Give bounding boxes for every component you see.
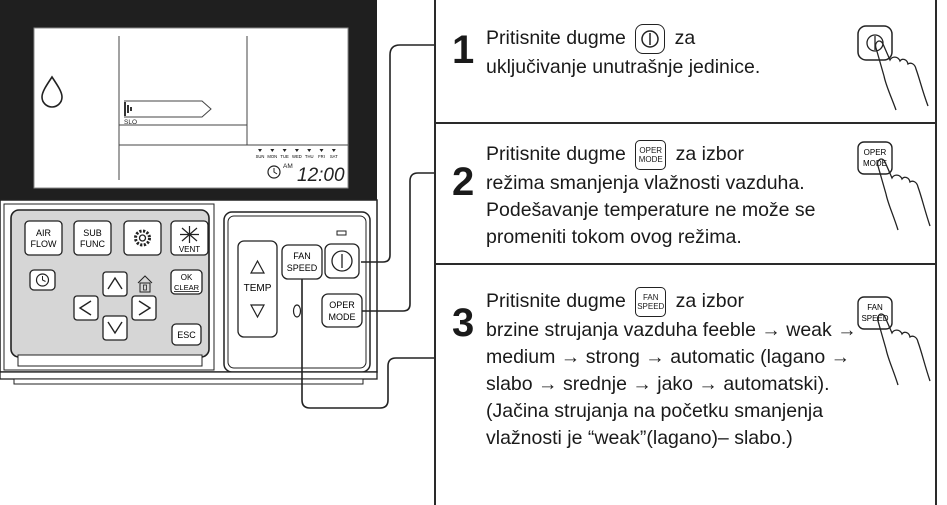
weekday-label: WED <box>292 154 302 159</box>
fan-level-bars-icon <box>124 102 132 116</box>
weekday-label: THU <box>305 154 314 159</box>
weekday-marker <box>331 149 336 152</box>
clock-display-icon <box>267 165 281 179</box>
svg-text:OK: OK <box>181 273 193 282</box>
pressing-hand-icon: FAN SPEED <box>857 296 931 386</box>
svg-text:CLEAR: CLEAR <box>174 283 200 292</box>
weekday-label: SUN <box>256 154 265 159</box>
settings-button[interactable] <box>123 220 162 256</box>
step-text: Pritisnite dugme za uključivanje unutraš… <box>486 24 826 81</box>
water-drop-icon <box>41 75 63 108</box>
pressing-hand-icon <box>857 25 929 111</box>
weekday-marker <box>270 149 275 152</box>
down-button[interactable] <box>102 315 128 341</box>
svg-text:FAN: FAN <box>293 251 311 261</box>
temp-up-icon <box>249 259 266 274</box>
svg-text:FAN: FAN <box>867 303 883 312</box>
temp-down-icon <box>249 304 266 319</box>
display-am-label: AM <box>283 163 293 170</box>
sensor-icon <box>292 304 302 318</box>
pressing-hand-icon: OPER MODE <box>857 141 931 231</box>
chevron-down-icon <box>107 321 123 335</box>
clock-icon <box>35 273 50 287</box>
weekday-marker <box>258 149 262 152</box>
weekday-marker <box>294 149 299 152</box>
svg-text:FUNC: FUNC <box>80 239 105 249</box>
svg-text:FLOW: FLOW <box>31 239 58 249</box>
power-icon <box>641 30 659 48</box>
svg-text:SUB: SUB <box>83 228 102 238</box>
air-flow-button[interactable]: AIR FLOW <box>24 220 63 256</box>
right-button[interactable] <box>131 295 157 321</box>
display-time: 12:00 <box>297 165 345 186</box>
temp-buttons[interactable]: TEMP <box>237 240 278 338</box>
weekday-label: MON <box>267 154 277 159</box>
left-button[interactable] <box>73 295 99 321</box>
power-button-inline <box>635 24 666 54</box>
timer-button[interactable] <box>29 269 56 291</box>
step-number: 2 <box>452 160 475 204</box>
step-number: 3 <box>452 301 475 345</box>
chevron-up-icon <box>107 276 123 290</box>
ok-clear-button[interactable]: OK CLEAR <box>170 269 203 295</box>
svg-text:OPER: OPER <box>864 148 887 157</box>
fan-speed-button[interactable]: FAN SPEED <box>281 244 323 280</box>
svg-text:SPEED: SPEED <box>861 314 888 323</box>
weekday-marker <box>282 149 287 152</box>
svg-text:MODE: MODE <box>329 312 356 322</box>
weekday-label: FRI <box>318 154 325 159</box>
weekday-label: TUE <box>280 154 289 159</box>
fan-speed-bar <box>124 100 212 118</box>
svg-text:OPER: OPER <box>329 300 355 310</box>
display-slo-label: SLO <box>124 119 137 126</box>
step-1: 1 Pritisnite dugme za uključivanje unutr… <box>434 0 937 124</box>
step-number: 1 <box>452 28 475 72</box>
led-indicator <box>336 230 347 236</box>
chevron-right-icon <box>138 300 152 316</box>
vent-icon <box>180 226 199 243</box>
lcd-display <box>33 27 349 189</box>
svg-text:VENT: VENT <box>179 245 200 254</box>
gear-icon <box>134 229 151 247</box>
oper-mode-button[interactable]: OPER MODE <box>321 293 363 328</box>
svg-text:MODE: MODE <box>863 159 887 168</box>
sub-func-button[interactable]: SUB FUNC <box>73 220 112 256</box>
vent-button[interactable]: VENT <box>170 220 209 256</box>
svg-text:ESC: ESC <box>177 330 196 340</box>
svg-text:TEMP: TEMP <box>244 283 272 294</box>
weekday-marker <box>307 149 312 152</box>
chevron-left-icon <box>78 300 92 316</box>
weekday-label: SAT <box>330 154 338 159</box>
svg-text:AIR: AIR <box>36 228 52 238</box>
connector-lines <box>301 44 434 409</box>
power-icon <box>331 250 353 272</box>
power-button[interactable] <box>324 243 360 279</box>
lock-icon <box>137 275 153 293</box>
esc-button[interactable]: ESC <box>171 323 202 346</box>
svg-text:SPEED: SPEED <box>287 263 318 273</box>
weekday-marker <box>319 149 324 152</box>
up-button[interactable] <box>102 271 128 297</box>
